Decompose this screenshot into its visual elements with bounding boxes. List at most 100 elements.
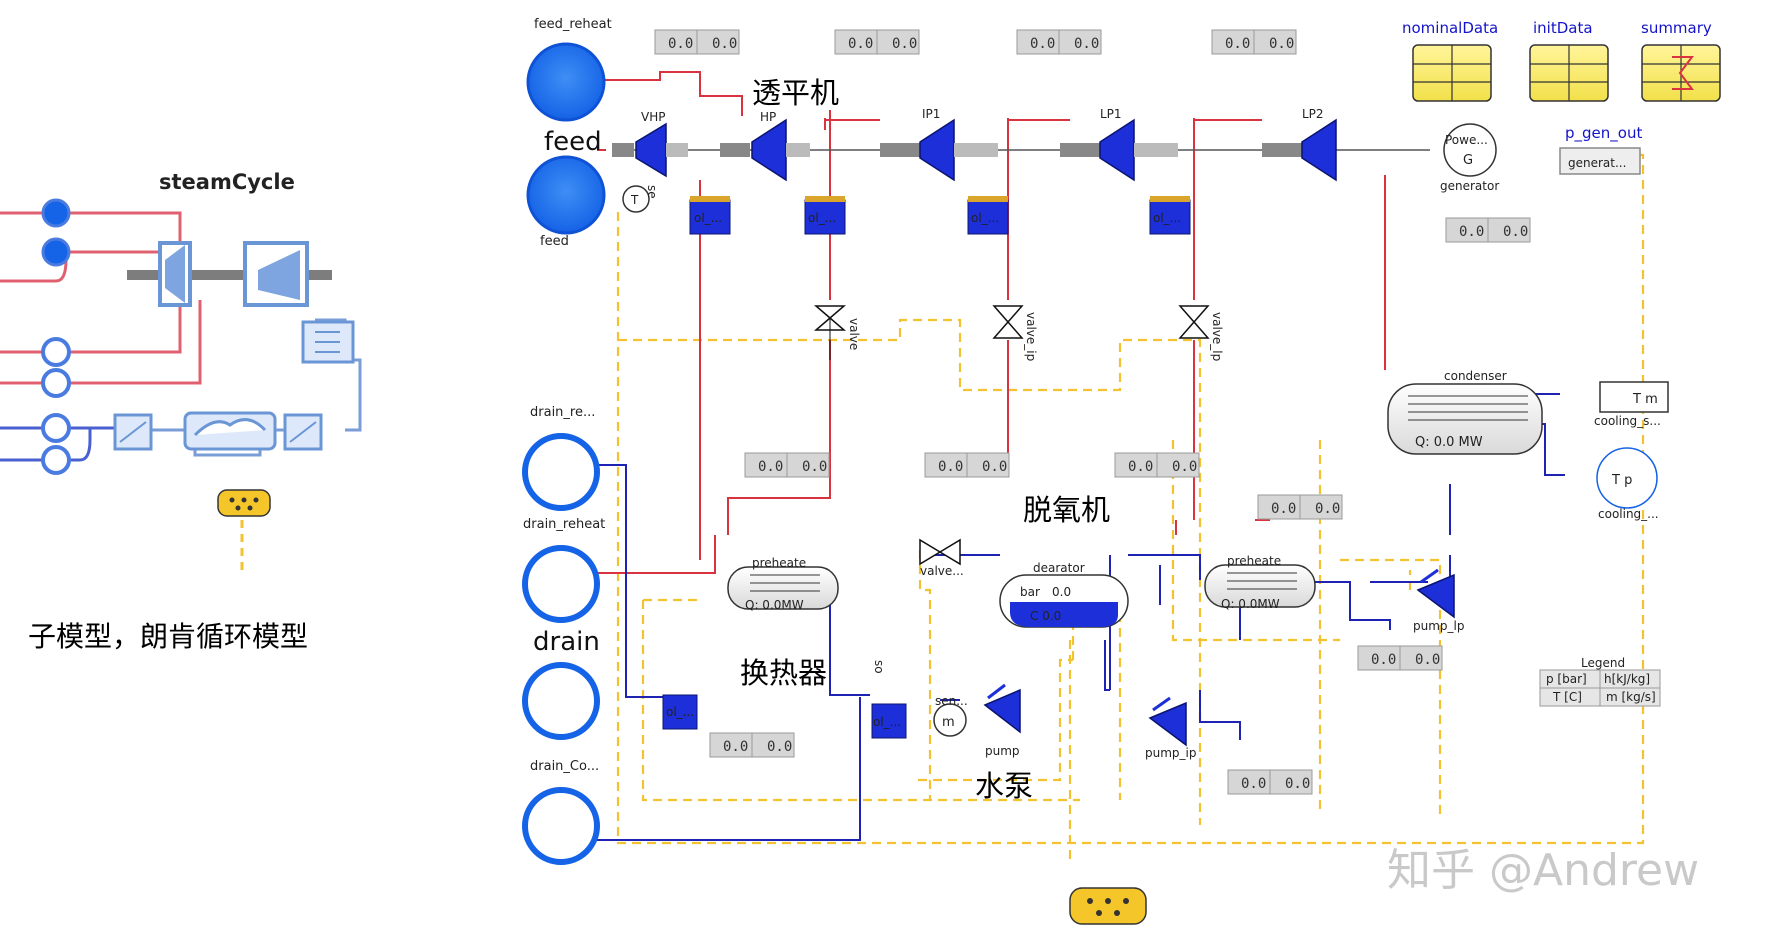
submodel-port-drain-extra xyxy=(41,445,71,475)
drain-reheat-sink-1[interactable] xyxy=(522,433,600,511)
generator-power-label: Powe... xyxy=(1445,133,1488,147)
turbine-vhp[interactable] xyxy=(612,122,688,178)
submodel-port-drain xyxy=(41,368,71,398)
deaerator-bar-label: bar xyxy=(1020,585,1040,599)
p-gen-out-box[interactable] xyxy=(1559,147,1641,175)
vol-sensor-1-label: ol_... xyxy=(694,211,722,225)
preheater-left[interactable] xyxy=(727,566,839,610)
vhp-label: VHP xyxy=(641,110,665,124)
drain-co-sink[interactable] xyxy=(522,787,600,865)
p-gen-out-label: p_gen_out xyxy=(1565,124,1642,143)
legend-p: p [bar] xyxy=(1546,672,1587,686)
display-6-a: 0.0 xyxy=(758,459,783,475)
annotation-turbine: 透平机 xyxy=(752,76,839,110)
display-1-b: 0.0 xyxy=(712,36,737,52)
preheater-right[interactable] xyxy=(1204,564,1316,608)
display-5-a: 0.0 xyxy=(1459,224,1484,240)
display-4-a: 0.0 xyxy=(1225,36,1250,52)
nominal-data-table[interactable] xyxy=(1412,44,1492,102)
turbine-ip1[interactable] xyxy=(880,118,998,182)
annotation-heat-exchanger: 换热器 xyxy=(740,656,827,690)
pump-lp[interactable] xyxy=(1416,568,1455,619)
condenser-q: Q: 0.0 MW xyxy=(1415,435,1483,450)
temperature-sensor-t-label: T xyxy=(630,193,639,207)
cooling-tp-label: T p xyxy=(1611,473,1632,488)
drain-co-label: drain_Co... xyxy=(530,759,599,774)
display-8-a: 0.0 xyxy=(1128,459,1153,475)
cooling-temp-sensor[interactable] xyxy=(1599,381,1669,413)
generator-g-label: G xyxy=(1463,153,1473,168)
submodel-bus-connector xyxy=(217,489,271,517)
display-10-a: 0.0 xyxy=(723,739,748,755)
display-2-b: 0.0 xyxy=(892,36,917,52)
cooling-s-label: cooling_s... xyxy=(1594,414,1661,428)
nominal-data-label: nominalData xyxy=(1402,19,1498,37)
submodel-caption: 子模型，朗肯循环模型 xyxy=(28,620,308,653)
vol-sensor-1[interactable] xyxy=(689,196,731,235)
hp-label: HP xyxy=(760,110,776,124)
legend xyxy=(1539,669,1661,707)
cooling-label: cooling_... xyxy=(1598,507,1659,521)
drain-sink[interactable] xyxy=(522,662,600,740)
display-9-b: 0.0 xyxy=(1315,501,1340,517)
display-11-b: 0.0 xyxy=(1415,652,1440,668)
valve-hp-label: valve xyxy=(847,318,861,350)
display-11-a: 0.0 xyxy=(1371,652,1396,668)
feed-sub-label: feed xyxy=(540,234,569,249)
deaerator-label: dearator xyxy=(1033,561,1085,575)
temperature-sensor-feed[interactable] xyxy=(622,185,650,213)
turbine-lp1[interactable] xyxy=(1060,118,1178,182)
turbine-lp2[interactable] xyxy=(1262,118,1337,182)
deaerator[interactable] xyxy=(999,574,1129,628)
steamcycle-submodel: steamCycle xyxy=(0,170,362,653)
valve-deaerator[interactable] xyxy=(919,538,961,566)
cooling-tp-sensor[interactable] xyxy=(1596,447,1658,509)
display-7-b: 0.0 xyxy=(982,459,1007,475)
display-2-a: 0.0 xyxy=(848,36,873,52)
vol-sensor-4-label: ol_... xyxy=(1153,211,1181,225)
condenser-label: condenser xyxy=(1444,369,1507,383)
valve-hp[interactable] xyxy=(813,305,847,360)
submodel-port-feed-reheat xyxy=(41,198,71,228)
submodel-port-drain-co xyxy=(41,413,71,443)
bus-connector[interactable] xyxy=(1069,887,1147,925)
drain-re-label: drain_re... xyxy=(530,405,595,420)
legend-t: T [C] xyxy=(1552,690,1582,704)
vol-sensor-6[interactable] xyxy=(871,703,907,739)
display-12-b: 0.0 xyxy=(1285,776,1310,792)
legend-h: h[kJ/kg] xyxy=(1604,672,1650,686)
legend-title: Legend xyxy=(1581,656,1625,670)
lp2-label: LP2 xyxy=(1302,107,1324,121)
drain-reheat-sink-2[interactable] xyxy=(522,545,600,623)
mass-flow-sen-label: sen... xyxy=(935,694,968,708)
vol-sensor-6-label: ol_... xyxy=(873,715,901,729)
mass-flow-sensor[interactable] xyxy=(933,703,967,737)
display-1-a: 0.0 xyxy=(668,36,693,52)
steam-lines xyxy=(597,71,1386,574)
generator[interactable] xyxy=(1443,123,1497,177)
pump-ip[interactable] xyxy=(1148,696,1187,747)
feed-source[interactable] xyxy=(526,155,606,235)
lp1-label: LP1 xyxy=(1100,107,1122,121)
display-8-b: 0.0 xyxy=(1172,459,1197,475)
vol-sensor-4[interactable] xyxy=(1149,196,1191,235)
annotation-deaerator: 脱氧机 xyxy=(1023,493,1110,527)
feed-reheat-label: feed_reheat xyxy=(534,17,612,32)
summary-table[interactable] xyxy=(1641,44,1721,102)
submodel-port-drain-reheat xyxy=(41,337,71,367)
turbine-hp[interactable] xyxy=(720,118,810,182)
vol-sensor-3[interactable] xyxy=(967,196,1009,235)
vol-sensor-5-label: ol_... xyxy=(666,705,694,719)
feed-reheat-source[interactable] xyxy=(526,42,606,122)
display-3-a: 0.0 xyxy=(1030,36,1055,52)
valve-lp[interactable] xyxy=(1178,305,1210,339)
vol-sensor-2-label: ol_... xyxy=(808,211,836,225)
vol-sensor-5[interactable] xyxy=(662,694,698,730)
condenser[interactable] xyxy=(1387,383,1543,455)
display-7-a: 0.0 xyxy=(938,459,963,475)
init-data-table[interactable] xyxy=(1529,44,1609,102)
steamcycle-title: steamCycle xyxy=(159,170,295,194)
vol-sensor-2[interactable] xyxy=(804,196,846,235)
valve-ip[interactable] xyxy=(992,305,1024,339)
pump-main[interactable] xyxy=(983,683,1021,734)
